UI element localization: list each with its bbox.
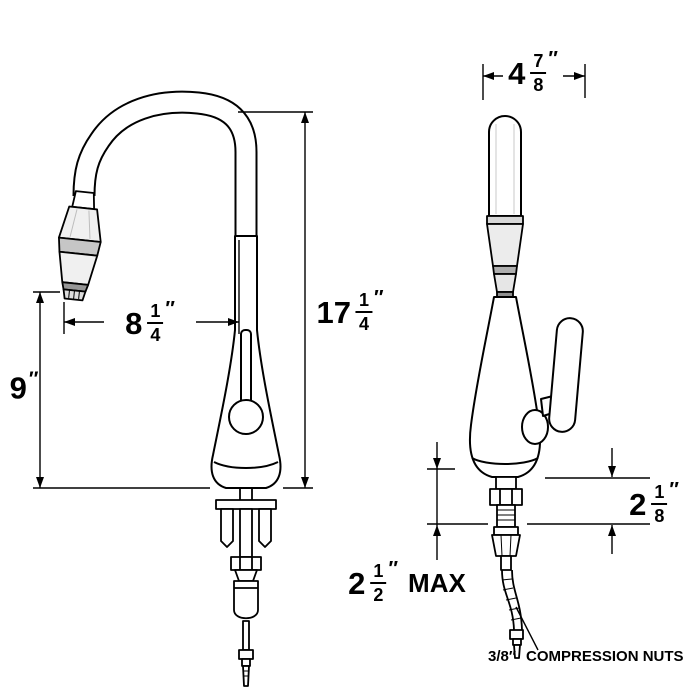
- spray-head-side: [486, 215, 524, 298]
- gooseneck-spout-inner: [74, 92, 256, 242]
- dim-label-deck-max: 2 1 2 ″ MAX: [348, 558, 466, 604]
- dim-whole: 4: [508, 55, 526, 91]
- dim-fraction: 1 4: [355, 291, 372, 333]
- base-ring: [213, 461, 279, 469]
- dim-label-spout-height: 9 ″: [9, 368, 39, 406]
- nut-text: COMPRESSION NUTS: [526, 648, 684, 665]
- spray-head: [58, 190, 102, 302]
- base-ring-side: [471, 457, 539, 465]
- dimension-lines: [33, 64, 650, 651]
- inch-mark: ″: [669, 479, 679, 501]
- compression-nuts-label: 3/8″ COMPRESSION NUTS: [488, 648, 684, 665]
- dim-label-top-width: 4 7 8 ″: [508, 48, 558, 94]
- dim-fraction: 1 8: [651, 483, 668, 525]
- faucet-body-side: [468, 296, 542, 478]
- dim-fraction: 1 4: [147, 302, 164, 344]
- inch-mark: ″: [373, 287, 384, 309]
- dim-fraction: 1 2: [370, 562, 387, 604]
- dim-whole: 2: [348, 565, 366, 601]
- left-under-counter-parts: [215, 488, 277, 687]
- inch-mark: ″: [165, 298, 175, 320]
- compression-nuts-leader: [515, 606, 539, 651]
- inch-mark: ″: [548, 48, 558, 70]
- right-faucet-view: [468, 115, 584, 659]
- spout-column: [488, 115, 522, 217]
- dim-label-spout-reach: 8 1 4 ″: [125, 298, 175, 344]
- dim-whole: 8: [125, 305, 143, 341]
- dim-whole: 17: [316, 294, 351, 330]
- dim-label-shank-length: 2 1 8 ″: [629, 479, 679, 525]
- dim-fraction: 7 8: [530, 52, 547, 94]
- dim-label-overall-height: 17 1 4 ″: [316, 287, 384, 333]
- handle-hub: [228, 399, 264, 435]
- dim-whole: 9: [9, 370, 27, 406]
- handle-hub-side: [521, 409, 549, 445]
- handle-lever: [240, 329, 252, 405]
- inch-mark: ″: [28, 368, 39, 391]
- right-under-counter-parts: [489, 476, 524, 659]
- dim-whole: 2: [629, 486, 647, 522]
- max-suffix: MAX: [408, 567, 466, 598]
- handle-paddle: [548, 317, 584, 433]
- inch-mark: ″: [388, 558, 399, 580]
- nut-size: 3/8″: [488, 648, 517, 665]
- left-faucet-view: [58, 90, 282, 687]
